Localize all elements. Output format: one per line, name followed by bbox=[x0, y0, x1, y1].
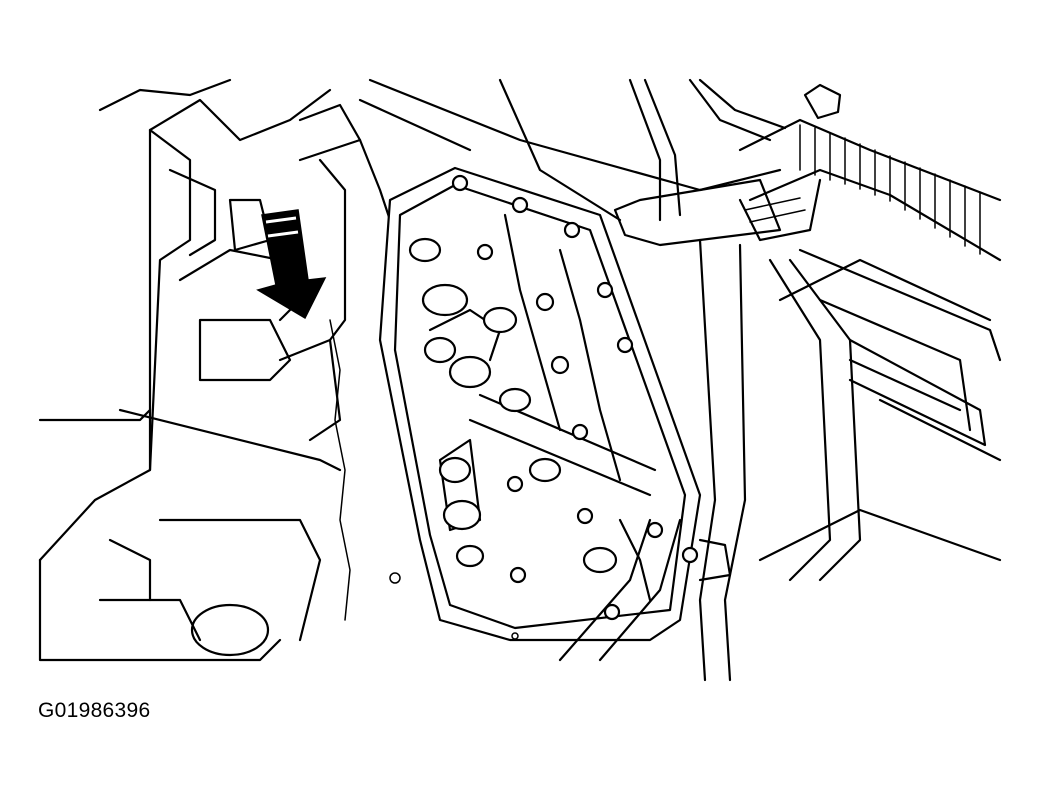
chassis-lines bbox=[358, 78, 1002, 562]
valve-body-illustration bbox=[38, 78, 1002, 682]
bracket-and-pipe bbox=[558, 178, 987, 682]
down-arrow-icon bbox=[256, 209, 327, 320]
corrugated-hose bbox=[498, 78, 1002, 262]
transmission-housing bbox=[38, 78, 342, 662]
figure-id-label: G01986396 bbox=[38, 699, 151, 722]
valve-body bbox=[378, 166, 702, 642]
housing-flange bbox=[298, 103, 392, 621]
